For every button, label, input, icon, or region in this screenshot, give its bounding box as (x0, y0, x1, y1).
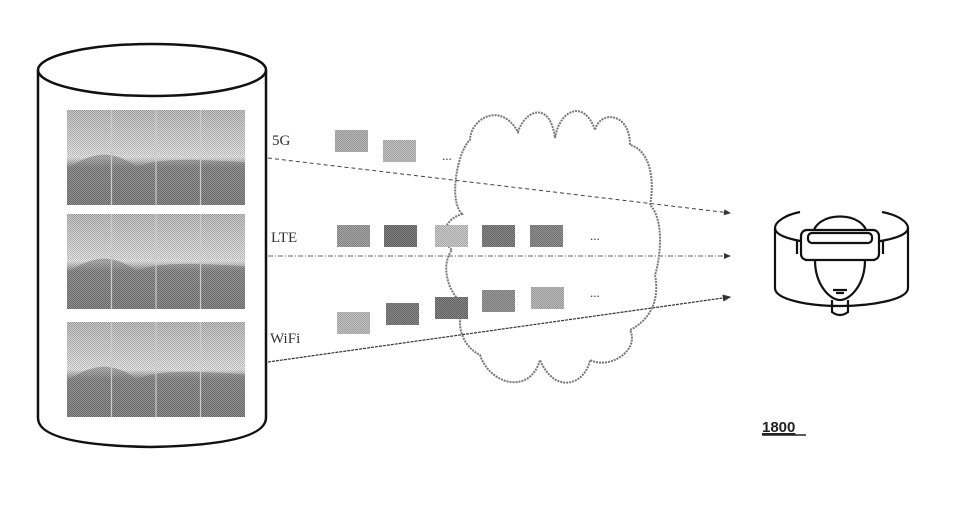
ellipsis: ... (590, 285, 600, 300)
video-tile-dither (337, 225, 370, 247)
channel-wifi: WiFi... (270, 285, 600, 347)
video-tile-dither (482, 290, 515, 312)
ellipsis: ... (442, 148, 452, 163)
video-tile-dither (337, 312, 370, 334)
cloud-icon (443, 110, 661, 384)
channel-label: WiFi (270, 331, 300, 347)
video-tile-dither (435, 225, 468, 247)
ellipsis: ... (590, 228, 600, 243)
video-tile-dither (335, 130, 368, 152)
vr-headset-user-icon (773, 210, 910, 317)
video-tile-dither (530, 225, 563, 247)
figure-number: 1800 (762, 419, 795, 436)
5g-link-line (267, 157, 731, 216)
panoramic-frame-2 (67, 214, 245, 309)
panoramic-frame-1 (67, 110, 245, 205)
channel-lte: LTE... (271, 225, 600, 247)
panoramic-frame-3 (67, 322, 245, 417)
video-tile-dither (386, 303, 419, 325)
channel-5g: 5G... (272, 130, 452, 163)
channel-label: 5G (272, 133, 291, 149)
channels: 5G...LTE...WiFi... (270, 130, 600, 347)
video-tile-dither (531, 287, 564, 309)
video-tile-dither (383, 140, 416, 162)
video-tile-dither (435, 297, 468, 319)
wifi-link-line (267, 294, 732, 363)
video-tile-dither (482, 225, 515, 247)
panoramic-frames (67, 110, 245, 417)
video-tile-dither (384, 225, 417, 247)
channel-label: LTE (271, 230, 297, 246)
